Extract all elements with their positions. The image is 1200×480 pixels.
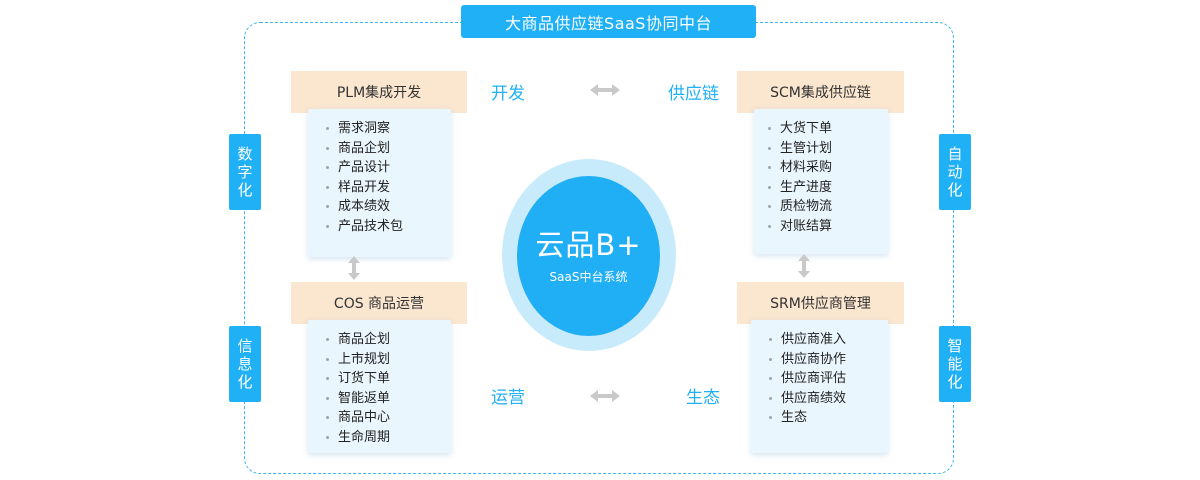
double-arrow-horizontal-icon [590, 390, 620, 402]
tab-intelligence: 智 能 化 [939, 326, 971, 402]
scm-module-list: 大货下单 生管计划 材料采购 生产进度 质检物流 对账结算 [754, 109, 888, 254]
list-item: 大货下单 [768, 119, 888, 139]
tab-char: 字 [237, 163, 253, 181]
list-item: 订货下单 [326, 369, 451, 389]
list-item: 上市规划 [326, 350, 451, 370]
list-item: 材料采购 [768, 158, 888, 178]
label-ecosystem: 生态 [686, 388, 720, 408]
list-item: 供应商评估 [769, 369, 888, 389]
tab-char: 智 [947, 337, 963, 355]
cos-module-title: COS 商品运营 [291, 282, 467, 324]
list-item: 成本绩效 [326, 197, 451, 217]
plm-module-title: PLM集成开发 [291, 71, 467, 113]
double-arrow-vertical-icon [348, 256, 360, 280]
tab-char: 化 [237, 373, 253, 391]
srm-module-list: 供应商准入 供应商协作 供应商评估 供应商绩效 生态 [751, 320, 888, 453]
double-arrow-horizontal-icon [590, 84, 620, 96]
list-item: 生态 [769, 408, 888, 428]
tab-automation: 自 动 化 [939, 134, 971, 210]
tab-char: 信 [237, 337, 253, 355]
tab-char: 化 [947, 181, 963, 199]
tab-digitalization: 数 字 化 [229, 134, 261, 210]
list-item: 生产进度 [768, 178, 888, 198]
list-item: 商品中心 [326, 408, 451, 428]
cos-module-list: 商品企划 上市规划 订货下单 智能返单 商品中心 生命周期 [308, 320, 451, 453]
tab-char: 化 [237, 181, 253, 199]
list-item: 商品企划 [326, 330, 451, 350]
list-item: 供应商绩效 [769, 389, 888, 409]
list-item: 质检物流 [768, 197, 888, 217]
srm-module-title: SRM供应商管理 [737, 282, 904, 324]
hub-core: 云品B+ SaaS中台系统 [517, 176, 660, 336]
list-item: 智能返单 [326, 389, 451, 409]
tab-char: 数 [237, 145, 253, 163]
tab-informatization: 信 息 化 [229, 326, 261, 402]
tab-char: 自 [947, 145, 963, 163]
list-item: 商品企划 [326, 139, 451, 159]
tab-char: 息 [237, 355, 253, 373]
list-item: 供应商准入 [769, 330, 888, 350]
tab-char: 动 [947, 163, 963, 181]
hub-title: 云品B+ [535, 227, 642, 262]
label-development: 开发 [491, 84, 525, 104]
list-item: 供应商协作 [769, 350, 888, 370]
list-item: 生命周期 [326, 428, 451, 448]
list-item: 对账结算 [768, 217, 888, 237]
list-item: 产品技术包 [326, 217, 451, 237]
platform-title: 大商品供应链SaaS协同中台 [461, 5, 756, 38]
list-item: 样品开发 [326, 178, 451, 198]
list-item: 需求洞察 [326, 119, 451, 139]
tab-char: 能 [947, 355, 963, 373]
plm-module-list: 需求洞察 商品企划 产品设计 样品开发 成本绩效 产品技术包 [308, 109, 451, 257]
label-operations: 运营 [491, 388, 525, 408]
tab-char: 化 [947, 373, 963, 391]
double-arrow-vertical-icon [798, 254, 810, 278]
hub-subtitle: SaaS中台系统 [549, 269, 628, 284]
list-item: 生管计划 [768, 139, 888, 159]
scm-module-title: SCM集成供应链 [737, 71, 904, 113]
label-supply-chain: 供应链 [668, 84, 719, 104]
list-item: 产品设计 [326, 158, 451, 178]
